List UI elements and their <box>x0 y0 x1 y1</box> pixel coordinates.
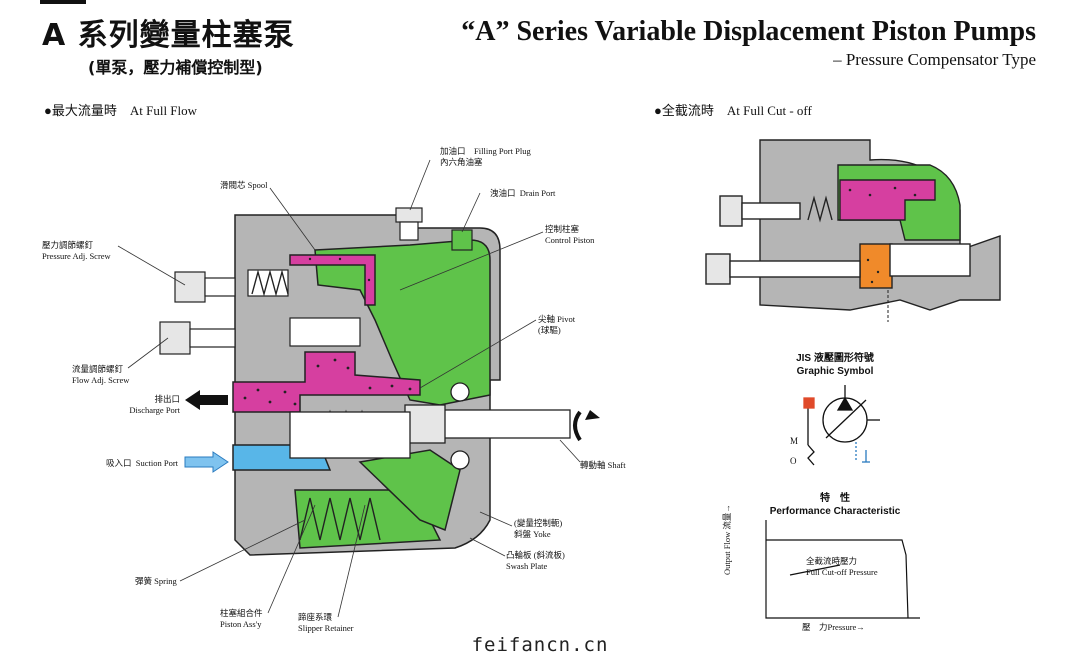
label-spring: 彈簧 Spring <box>135 576 177 586</box>
shaft <box>289 382 571 470</box>
label-yoke: (變量控制軛)斜盤 Yoke <box>514 518 563 539</box>
cutoff-inset <box>705 139 1001 311</box>
symbol-o-label: O <box>790 456 797 466</box>
label-swash-plate: 凸輪板 (斜流板)Swash Plate <box>506 550 565 571</box>
performance-chart <box>765 520 920 619</box>
label-shaft: 轉動軸 Shaft <box>580 460 626 470</box>
label-drain-port: 洩油口 Drain Port <box>490 188 556 198</box>
performance-y-axis-label: Output Flow 流量→ <box>722 504 732 575</box>
label-pivot: 尖軸 Pivot (球驅) <box>538 314 576 335</box>
graphic-symbol <box>803 385 880 466</box>
title-english: “A” Series Variable Displacement Piston … <box>461 16 1036 47</box>
cutoff-dots <box>848 186 917 284</box>
performance-x-axis-label: 壓 力Pressure→ <box>802 622 865 632</box>
subtitle-english: – Pressure Compensator Type <box>833 50 1036 69</box>
section-full-flow: ●最大流量時 At Full Flow <box>44 103 198 118</box>
discharge-dots <box>243 257 412 406</box>
title-chinese: A 系列變量柱塞泵 <box>42 18 295 53</box>
pump-body <box>232 214 501 556</box>
label-spool: 滑閥芯 Spool <box>220 180 268 190</box>
label-filling-port: 加油口 Filling Port Plug 內六角油塞 <box>440 146 531 167</box>
top-rule <box>40 0 86 4</box>
symbol-m-label: M <box>790 436 799 446</box>
section-full-cutoff: ●全截流時 At Full Cut - off <box>654 103 812 118</box>
subtitle-chinese: (單泵，壓力補償控制型) <box>88 58 263 77</box>
filling-plug <box>395 207 473 251</box>
leader-lines <box>117 159 581 618</box>
label-suction-port: 吸入口 Suction Port <box>106 458 179 468</box>
watermark: feifancn.cn <box>471 634 609 656</box>
flow-arrows <box>184 390 600 473</box>
